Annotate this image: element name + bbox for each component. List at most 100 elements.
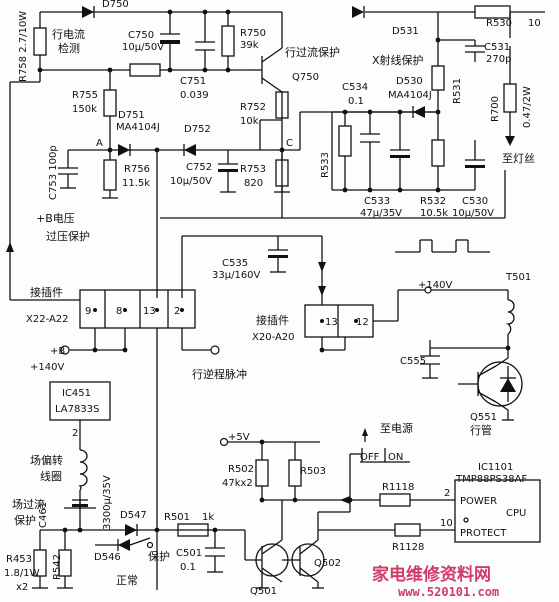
ic1101-model: TMP88PS38AF: [455, 474, 527, 485]
r453-value: 1.8/1W: [4, 568, 40, 579]
r502-value: 47kx2: [222, 478, 253, 489]
r453-label: R453: [6, 554, 32, 565]
r501-value: 1k: [202, 512, 214, 523]
ic451-pin2: 2: [72, 428, 78, 439]
protect-switch-label: 保护: [148, 549, 170, 563]
q502-label: Q502: [314, 558, 341, 569]
r1128-label: R1128: [392, 542, 424, 553]
c501-label: C501: [176, 548, 202, 559]
c530-label: C530: [462, 196, 488, 207]
cpu-pin2: 2: [444, 488, 450, 499]
r753-value: 820: [244, 178, 263, 189]
cpu-label: CPU: [506, 508, 526, 519]
node-a-label: A: [96, 138, 103, 149]
c461-label: C461: [38, 502, 49, 528]
r501-label: R501: [164, 512, 190, 523]
d546-label: D546: [94, 552, 121, 563]
r750-value: 39k: [240, 40, 259, 51]
b-ov-label-2: 过压保护: [46, 229, 90, 243]
t501-label: T501: [505, 272, 531, 283]
to-power-label: 至电源: [380, 421, 413, 435]
c531-value: 270p: [486, 54, 511, 65]
pin-13b: 13: [325, 317, 338, 328]
d750-label: D750: [102, 0, 129, 10]
to-filament-label: 至灯丝: [502, 152, 535, 165]
ic1101-label: IC1101: [478, 462, 513, 473]
cpu-pin10: 10: [440, 518, 453, 529]
d547-label: D547: [120, 510, 147, 521]
vyoke-label-1: 场偏转: [30, 453, 63, 467]
r700-value: 0.47/2W: [522, 86, 533, 128]
watermark-title: 家电维修资料网: [372, 564, 491, 585]
v-oc-label-2: 保护: [14, 513, 36, 527]
off-label: OFF: [360, 452, 380, 463]
q501-label: Q501: [250, 586, 277, 597]
c501-value: 0.1: [180, 562, 196, 573]
c751-value: 0.039: [180, 90, 209, 101]
r532-value: 10.5k: [420, 208, 448, 219]
oc-detect-label-1: 行电流: [52, 27, 85, 41]
r1118-label: R1118: [382, 482, 414, 493]
node-c-label: C: [286, 138, 293, 149]
d530-model: MA4104J: [388, 90, 432, 101]
vyoke-label-2: 线圈: [40, 469, 62, 483]
d751-model: MA4104J: [116, 122, 160, 133]
c533-label: C533: [364, 196, 390, 207]
conn1-ref: X22-A22: [26, 314, 69, 325]
c752-label: C752: [186, 162, 212, 173]
components: [6, 5, 523, 589]
ic451-model: LA7833S: [55, 404, 99, 415]
wires-top: [9, 11, 506, 298]
on-label: ON: [388, 452, 403, 463]
oc-protect-label: 行过流保护: [285, 45, 340, 59]
c535-value: 33μ/160V: [212, 270, 261, 281]
c530-value: 10μ/50V: [452, 208, 494, 219]
d530-label: D530: [396, 76, 423, 87]
c750-label: C750: [128, 30, 154, 41]
c461-value: 3300μ/35V: [102, 475, 113, 530]
oc-detect-label-2: 检测: [58, 41, 80, 55]
c535-label: C535: [222, 258, 248, 269]
r755-value: 150k: [72, 104, 97, 115]
r530-label: R530: [486, 18, 512, 29]
r753-label: R753: [240, 164, 266, 175]
r756-value: 11.5k: [122, 178, 150, 189]
c752-value: 10μ/50V: [170, 176, 212, 187]
ic451-label: IC451: [62, 388, 91, 399]
r502-label: R502: [228, 464, 254, 475]
v-oc-label-1: 场过流: [12, 497, 45, 511]
pin-2: 2: [174, 306, 180, 317]
d531-label: D531: [392, 26, 419, 37]
xray-label: X射线保护: [372, 53, 424, 67]
normal-switch-label: 正常: [116, 574, 138, 587]
r453-count: x2: [16, 582, 28, 593]
r542-label: R542: [52, 554, 63, 580]
d751-label: D751: [118, 110, 145, 121]
q750-label: Q750: [292, 72, 319, 83]
protect-label: PROTECT: [460, 528, 507, 539]
r752-value: 10k: [240, 116, 259, 127]
c531-label: C531: [484, 42, 510, 53]
d752-label: D752: [184, 124, 211, 135]
r755-label: R755: [72, 90, 98, 101]
pin-9: 9: [85, 306, 91, 317]
flyback-label: 行逆程脉冲: [192, 367, 247, 381]
power-label: POWER: [460, 496, 497, 507]
r750-label: R750: [240, 28, 266, 39]
r533-label: R533: [320, 152, 331, 178]
labels: R758 2.7/10W D750 行电流 检测 C750 10μ/50V R7…: [4, 0, 541, 599]
watermark-url: www.520101.com: [398, 585, 499, 599]
wires-middle: [9, 235, 509, 590]
c534-value: 0.1: [348, 96, 364, 107]
pin-13: 13: [143, 306, 156, 317]
pin-8: 8: [116, 306, 122, 317]
c753-label: C753 100p: [48, 145, 59, 200]
conn2-ref: X20-A20: [252, 332, 295, 343]
r756-label: R756: [124, 164, 150, 175]
r530-value: 10: [528, 18, 541, 29]
hout-label: 行管: [470, 423, 492, 437]
c555-label: C555: [400, 356, 426, 367]
r752-label: R752: [240, 102, 266, 113]
